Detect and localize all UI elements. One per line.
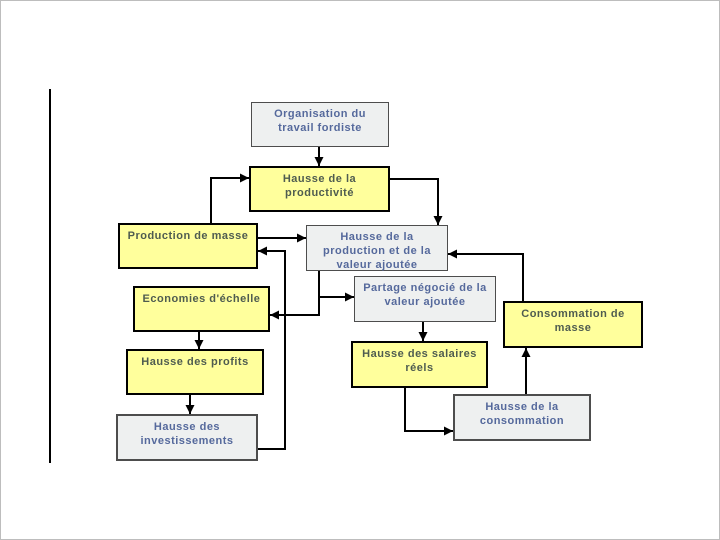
edge-investissements-to-production-masse [258,250,286,450]
edge-production-va-to-economies [270,271,320,316]
node-org: Organisation du travail fordiste [251,102,389,147]
edge-salaires-to-conso [404,388,453,432]
node-label-production-va: Hausse de la production et de la valeur … [323,231,431,271]
arrowhead-production-va-to-economies [270,310,279,320]
node-production-masse: Production de masse [118,223,258,269]
node-label-investissements: Hausse des investissements [140,421,234,447]
node-label-production-masse: Production de masse [127,230,249,242]
node-label-economies: Economies d'échelle [142,293,261,305]
node-label-salaires: Hausse des salaires réels [362,348,477,374]
left-vertical-rule [49,89,51,463]
edge-production-masse-to-productivite [210,177,249,223]
node-label-org: Organisation du travail fordiste [274,108,366,134]
edge-productivite-to-production-va [390,178,439,225]
node-consommation-masse: Consommation de masse [503,301,643,348]
arrowhead-production-va-to-partage [345,292,354,302]
edge-production-va-to-partage [318,271,354,298]
arrowhead-consommation-masse-to-production-va [448,249,457,259]
node-label-conso: Hausse de la consommation [479,401,565,427]
arrowhead-org-to-productivite [314,157,324,166]
node-label-partage: Partage négocié de la valeur ajoutée [363,282,487,308]
edge-consommation-masse-to-production-va [448,253,524,301]
node-label-consommation-masse: Consommation de masse [521,308,625,334]
node-economies: Economies d'échelle [133,286,270,332]
node-profits: Hausse des profits [126,349,264,395]
node-partage: Partage négocié de la valeur ajoutée [354,276,496,322]
arrowhead-productivite-to-production-va [433,216,443,225]
arrowhead-salaires-to-conso [444,426,453,436]
node-productivite: Hausse de la productivité [249,166,390,212]
arrowhead-profits-to-investissements [185,405,195,414]
node-investissements: Hausse des investissements [116,414,258,461]
node-label-profits: Hausse des profits [141,356,249,368]
node-salaires: Hausse des salaires réels [351,341,488,388]
arrowhead-conso-to-consommation-masse [521,348,531,357]
arrowhead-production-masse-to-productivite [240,173,249,183]
node-label-productivite: Hausse de la productivité [282,173,357,199]
arrowhead-partage-to-salaires [418,332,428,341]
node-conso: Hausse de la consommation [453,394,591,441]
arrowhead-economies-to-profits [194,340,204,349]
arrowhead-investissements-to-production-masse [258,246,267,256]
arrowhead-production-masse-to-production-va [297,233,306,243]
node-production-va: Hausse de la production et de la valeur … [306,225,448,271]
